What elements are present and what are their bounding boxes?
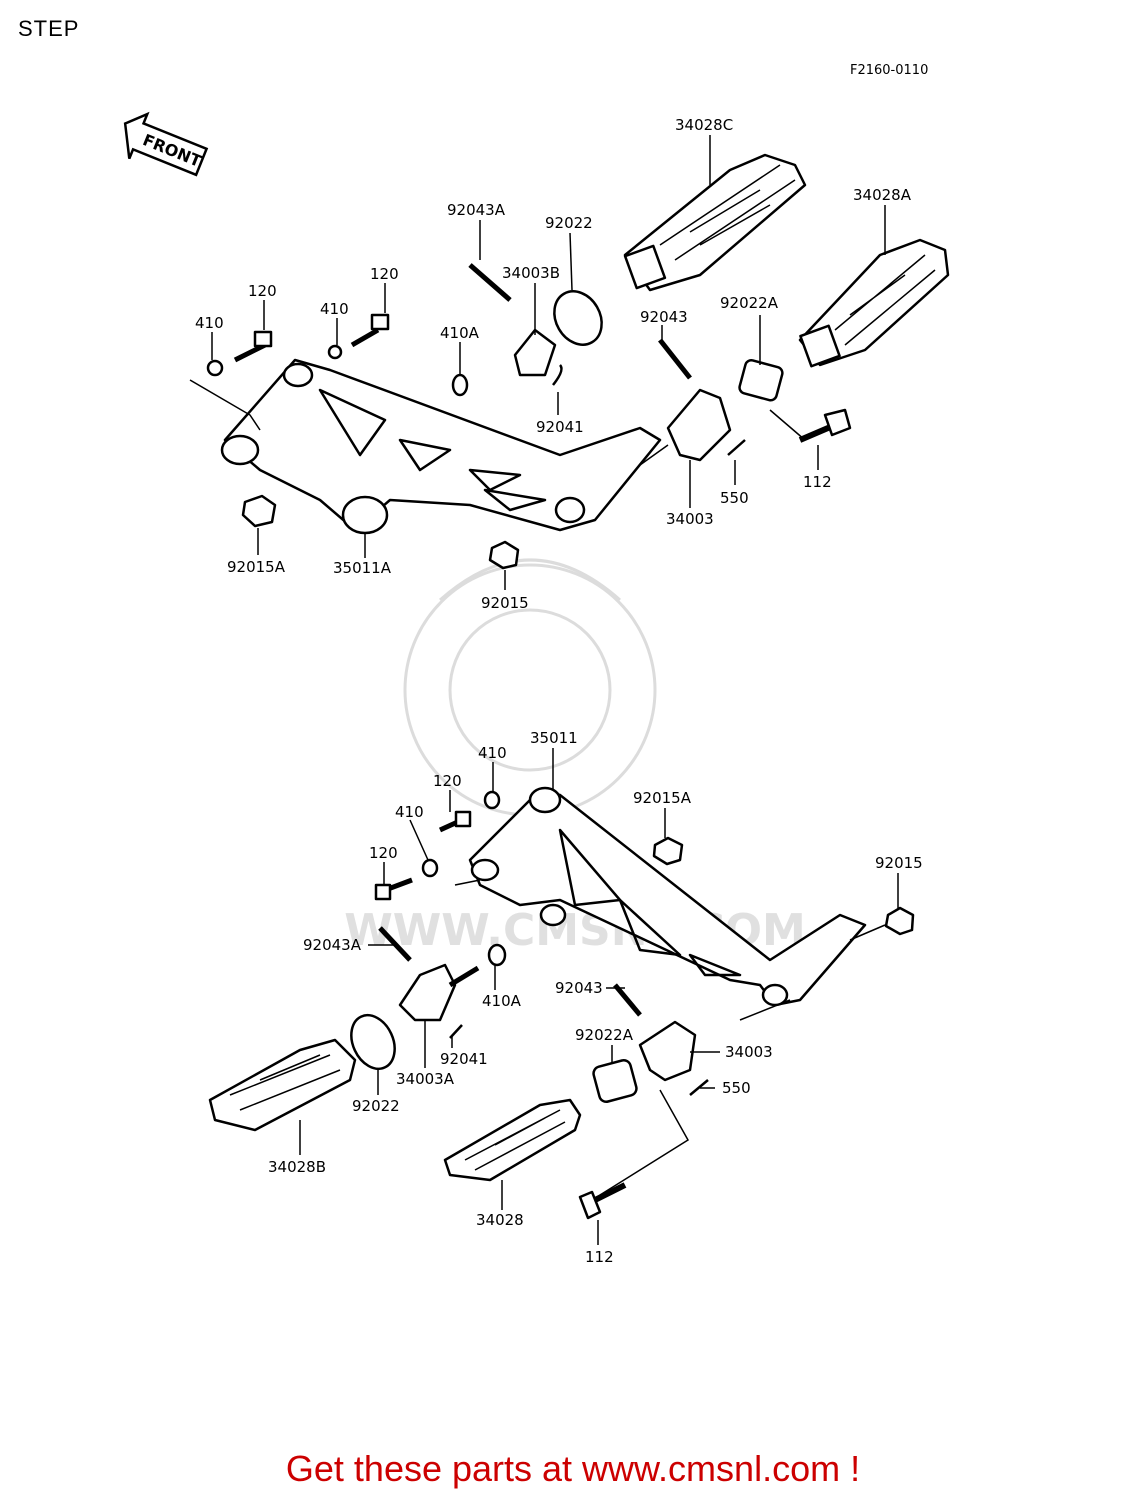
holder-34003b [513, 328, 557, 377]
bolt-120-a [233, 342, 267, 363]
label-34003-lower: 34003 [725, 1043, 773, 1061]
label-34003: 34003 [666, 510, 714, 528]
page-title: STEP [18, 16, 80, 41]
label-410a-lower: 410A [482, 992, 522, 1010]
bolt-92043 [658, 338, 692, 380]
label-120-b: 120 [370, 265, 399, 283]
nut-92015-upper [488, 540, 520, 570]
footpeg-34028 [443, 1098, 582, 1182]
bolt-head-120-a [253, 330, 273, 348]
washer-410-b [327, 344, 343, 360]
nut-92015-lower [884, 906, 915, 936]
label-34028c: 34028C [675, 116, 733, 134]
label-34003a: 34003A [396, 1070, 455, 1088]
bolt-410a-lower [448, 965, 480, 988]
washer-410a-lower [487, 943, 507, 967]
label-92043a-lower: 92043A [303, 936, 362, 954]
pin-550-upper [727, 439, 746, 456]
label-120-lower-b: 120 [369, 844, 398, 862]
footpeg-34028c [623, 153, 807, 292]
holder-34003a [398, 963, 457, 1022]
label-34003b: 34003B [502, 264, 560, 282]
bolt-92043a-lower [378, 926, 412, 962]
bracket-35011a [220, 358, 662, 535]
label-34028a: 34028A [853, 186, 912, 204]
label-92043-lower: 92043 [555, 979, 603, 997]
bolt-head-120-b [370, 313, 390, 331]
label-35011: 35011 [530, 729, 578, 747]
label-112-lower: 112 [585, 1248, 614, 1266]
diagram-code: F2160-0110 [850, 63, 928, 78]
upper-labels: 34028C 34028A 92043A 92022 34003B 120 12… [195, 116, 912, 612]
label-92022-lower: 92022 [352, 1097, 400, 1115]
pin-550-lower [689, 1079, 709, 1096]
bolt-head-112-upper [823, 408, 852, 437]
label-410-a: 410 [195, 314, 224, 332]
bolt-head-120-lower-b [374, 883, 392, 901]
label-92022a: 92022A [720, 294, 779, 312]
bolt-92043-lower [613, 983, 642, 1017]
pin-92041 [552, 364, 563, 386]
holder-34003-lower [638, 1020, 697, 1082]
label-92015: 92015 [481, 594, 529, 612]
label-410-lower-b: 410 [395, 803, 424, 821]
footpeg-34028b [208, 1038, 357, 1132]
label-120-lower-a: 120 [433, 772, 462, 790]
washer-410a [451, 373, 469, 397]
label-410a: 410A [440, 324, 480, 342]
washer-410-a [206, 359, 224, 377]
label-34028: 34028 [476, 1211, 524, 1229]
nut-92015a-lower [652, 836, 684, 866]
label-92041: 92041 [536, 418, 584, 436]
lower-labels: 410 35011 120 410 92015A 120 92015 92043… [268, 729, 923, 1266]
label-410-lower-a: 410 [478, 744, 507, 762]
rubber-92022a-lower [592, 1059, 638, 1103]
label-35011a: 35011A [333, 559, 392, 577]
washer-410-lower-b [421, 858, 439, 878]
label-92022: 92022 [545, 214, 593, 232]
holder-34003 [666, 388, 732, 462]
label-550: 550 [720, 489, 749, 507]
label-112: 112 [803, 473, 832, 491]
bolt-head-120-lower-a [454, 810, 472, 828]
washer-92022-lower [350, 1014, 396, 1070]
label-92043a: 92043A [447, 201, 506, 219]
bolt-120-b [350, 327, 380, 348]
front-arrow-icon: FRONT [123, 111, 209, 177]
label-92022a-lower: 92022A [575, 1026, 634, 1044]
washer-92022 [553, 290, 603, 346]
label-120-a: 120 [248, 282, 277, 300]
leader-lines [189, 135, 899, 1245]
washer-410-lower-a [483, 790, 501, 810]
bolt-head-112-lower [578, 1190, 602, 1220]
label-92015a-lower: 92015A [633, 789, 692, 807]
label-410-b: 410 [320, 300, 349, 318]
bolt-92043a [468, 263, 512, 302]
footer-link-text[interactable]: Get these parts at www.cmsnl.com ! [285, 1448, 861, 1489]
label-550-lower: 550 [722, 1079, 751, 1097]
label-34028b: 34028B [268, 1158, 326, 1176]
label-92041-lower: 92041 [440, 1050, 488, 1068]
bracket-35011 [468, 786, 867, 1007]
bolt-112-lower [593, 1182, 627, 1203]
nut-92015a-upper [241, 494, 277, 528]
label-92015-lower: 92015 [875, 854, 923, 872]
label-92043: 92043 [640, 308, 688, 326]
footpeg-34028a [798, 238, 950, 368]
label-92015a: 92015A [227, 558, 286, 576]
rubber-92022a [738, 359, 784, 402]
